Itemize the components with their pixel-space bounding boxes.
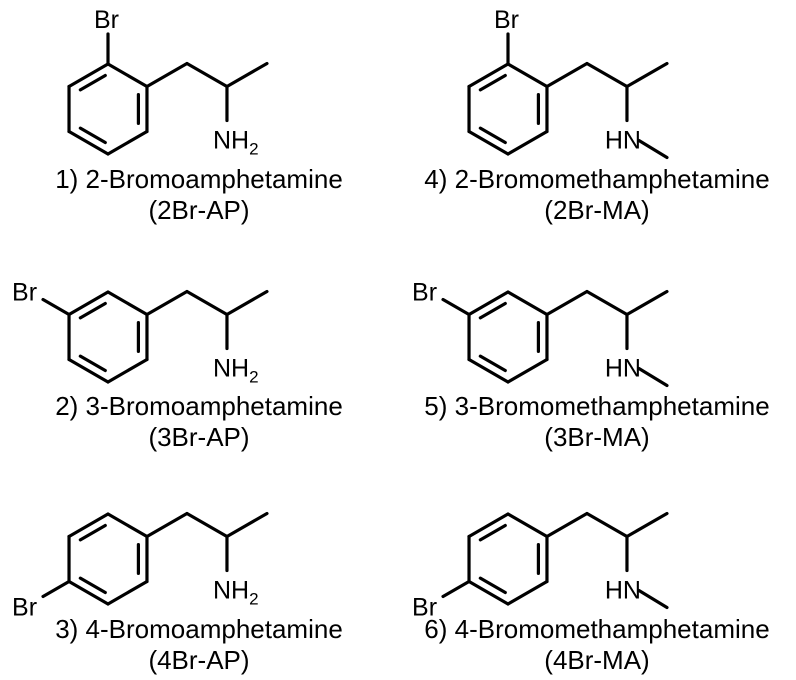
compound-3-ring-bond bbox=[106, 512, 149, 539]
compound-3-ring-bond bbox=[67, 512, 110, 539]
compound-1-name: 1) 2-Bromoamphetamine bbox=[55, 164, 343, 194]
compound-3-ring-bond bbox=[67, 579, 110, 606]
compound-1-abbreviation: (2Br-AP) bbox=[148, 195, 250, 225]
compound-6-n-methyl-bond bbox=[637, 588, 669, 610]
compound-6-br-bond bbox=[441, 579, 471, 599]
compound-2-methyl-bond bbox=[225, 289, 269, 317]
compound-4-abbreviation: (2Br-MA) bbox=[544, 195, 650, 225]
compound-5-br-bond bbox=[441, 297, 471, 317]
compound-3-name: 3) 4-Bromoamphetamine bbox=[55, 614, 343, 644]
compound-4-double-bond bbox=[478, 126, 507, 145]
compound-6-chain-bond bbox=[545, 511, 589, 539]
compound-1-ring-bond bbox=[106, 129, 149, 156]
compound-5-double-bond bbox=[478, 301, 507, 320]
compound-5-caption: 5) 3-Bromomethamphetamine (3Br-MA) bbox=[398, 391, 796, 453]
compound-1-double-bond bbox=[78, 73, 107, 92]
compound-1-double-bond bbox=[78, 126, 107, 145]
compound-4-ring-bond bbox=[506, 62, 549, 89]
compound-5-br-label: Br bbox=[412, 279, 437, 307]
compound-4-caption: 4) 2-Bromomethamphetamine (2Br-MA) bbox=[398, 164, 796, 226]
compound-3-br-bond bbox=[41, 579, 71, 599]
compound-5-chain-bond bbox=[545, 289, 589, 317]
compound-1-methyl-bond bbox=[225, 61, 269, 89]
compound-6-caption: 6) 4-Bromomethamphetamine (4Br-MA) bbox=[398, 614, 796, 676]
compound-3-double-bond bbox=[78, 576, 107, 595]
compound-1-ring-bond bbox=[106, 62, 149, 89]
compound-5-name: 5) 3-Bromomethamphetamine bbox=[424, 391, 770, 421]
compound-3-caption: 3) 4-Bromoamphetamine (4Br-AP) bbox=[0, 614, 398, 676]
compound-3-double-bond bbox=[78, 523, 107, 542]
compound-2-ring-bond bbox=[67, 290, 110, 317]
compound-6-name: 6) 4-Bromomethamphetamine bbox=[424, 614, 770, 644]
compound-3-abbreviation: (4Br-AP) bbox=[148, 645, 250, 675]
compound-3-chain-bond bbox=[145, 511, 189, 539]
compound-4-n-methyl-bond bbox=[637, 138, 669, 160]
compound-5-amine-label: HN bbox=[605, 355, 641, 383]
compound-4-amine-label: HN bbox=[605, 127, 641, 155]
compound-1-amine-label: NH2 bbox=[213, 127, 259, 159]
compound-5-ring-bond bbox=[467, 290, 510, 317]
compound-6-br-label: Br bbox=[412, 594, 437, 622]
compound-5-ring-bond bbox=[467, 357, 510, 384]
compound-2-br-label: Br bbox=[12, 279, 37, 307]
compound-4-ring-bond bbox=[506, 129, 549, 156]
compound-4-br-label: Br bbox=[494, 6, 519, 34]
compound-4-ring-bond bbox=[467, 129, 510, 156]
compound-3-ring-bond bbox=[106, 579, 149, 606]
compound-3-br-label: Br bbox=[12, 594, 37, 622]
compound-5-abbreviation: (3Br-MA) bbox=[544, 422, 650, 452]
compound-1-caption: 1) 2-Bromoamphetamine (2Br-AP) bbox=[0, 164, 398, 226]
compound-6-ring-bond bbox=[506, 579, 549, 606]
compound-5-methyl-bond bbox=[625, 289, 669, 317]
compound-6-double-bond bbox=[478, 576, 507, 595]
compound-1-ring-bond bbox=[67, 62, 110, 89]
compound-6-ring-bond bbox=[467, 579, 510, 606]
compound-6-methyl-bond bbox=[625, 511, 669, 539]
compound-2-ring-bond bbox=[106, 357, 149, 384]
compound-2-amine-label: NH2 bbox=[213, 355, 259, 387]
compound-3-chain-bond bbox=[185, 511, 229, 539]
compound-5-double-bond bbox=[478, 354, 507, 373]
compound-5-ring-bond bbox=[506, 290, 549, 317]
compound-3-methyl-bond bbox=[225, 511, 269, 539]
compound-6-amine-label: HN bbox=[605, 577, 641, 605]
compound-2-ring-bond bbox=[67, 357, 110, 384]
compound-2-caption: 2) 3-Bromoamphetamine (3Br-AP) bbox=[0, 391, 398, 453]
compound-1-ring-bond bbox=[67, 129, 110, 156]
compound-4-methyl-bond bbox=[625, 61, 669, 89]
compound-1-br-label: Br bbox=[94, 6, 119, 34]
compound-4-name: 4) 2-Bromomethamphetamine bbox=[424, 164, 770, 194]
compound-4-ring-bond bbox=[467, 62, 510, 89]
compound-2-ring-bond bbox=[106, 290, 149, 317]
compound-6-chain-bond bbox=[585, 511, 629, 539]
compound-2-name: 2) 3-Bromoamphetamine bbox=[55, 391, 343, 421]
compound-2-abbreviation: (3Br-AP) bbox=[148, 422, 250, 452]
compound-5-n-methyl-bond bbox=[637, 366, 669, 388]
compound-6-abbreviation: (4Br-MA) bbox=[544, 645, 650, 675]
compound-2-double-bond bbox=[78, 354, 107, 373]
compound-4-chain-bond bbox=[585, 61, 629, 89]
compound-6-ring-bond bbox=[506, 512, 549, 539]
compound-6-ring-bond bbox=[467, 512, 510, 539]
compound-2-chain-bond bbox=[145, 289, 189, 317]
compound-1-chain-bond bbox=[145, 61, 189, 89]
compound-6-double-bond bbox=[478, 523, 507, 542]
compound-5-ring-bond bbox=[506, 357, 549, 384]
compound-2-br-bond bbox=[41, 297, 71, 317]
compound-2-chain-bond bbox=[185, 289, 229, 317]
compound-5-chain-bond bbox=[585, 289, 629, 317]
compound-3-amine-label: NH2 bbox=[213, 577, 259, 609]
compound-2-double-bond bbox=[78, 301, 107, 320]
compound-4-chain-bond bbox=[545, 61, 589, 89]
compound-1-chain-bond bbox=[185, 61, 229, 89]
compound-4-double-bond bbox=[478, 73, 507, 92]
